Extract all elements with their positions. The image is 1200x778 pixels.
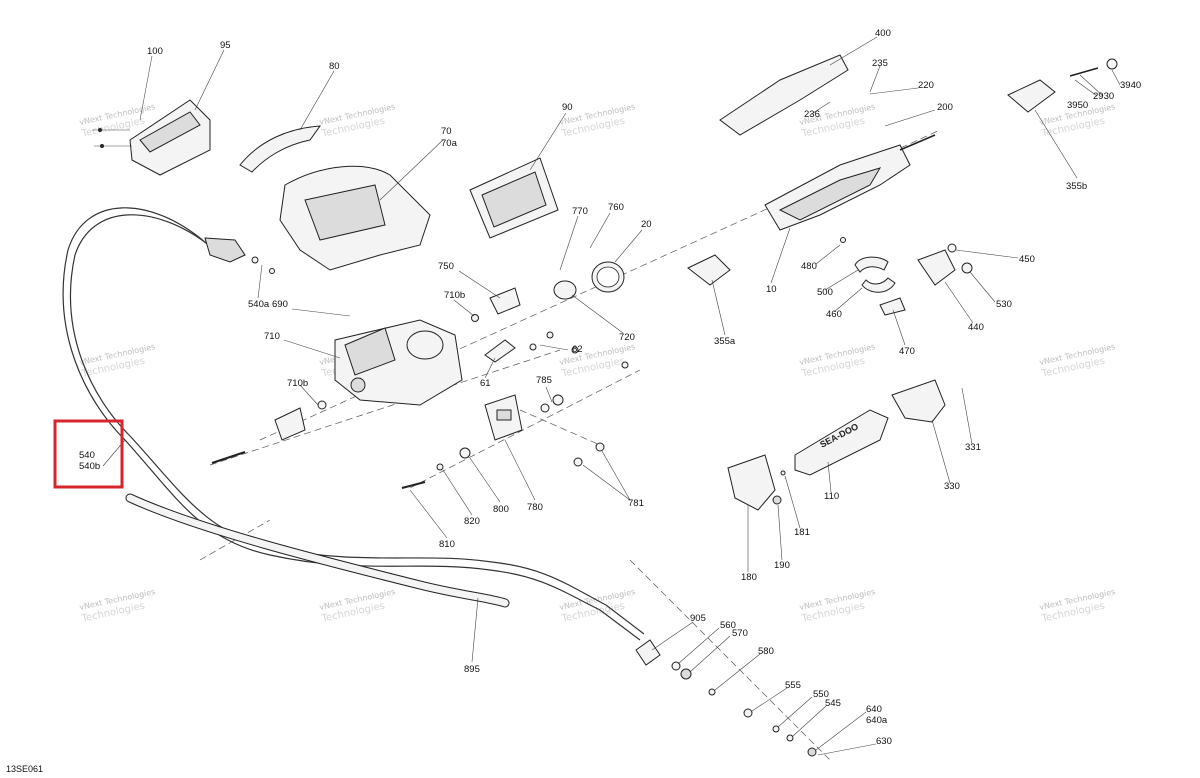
callout-545: 545 <box>825 698 841 709</box>
callout-70: 70 <box>441 126 452 137</box>
callout-95: 95 <box>220 40 231 51</box>
callout-190: 190 <box>774 560 790 571</box>
fitting-group-905 <box>635 639 817 757</box>
leader-lines <box>102 36 1121 756</box>
callout-62: 62 <box>572 344 583 355</box>
display-90 <box>469 157 559 239</box>
callout-3940: 3940 <box>1120 80 1141 91</box>
callout-560: 560 <box>720 620 736 631</box>
callout-80: 80 <box>329 61 340 72</box>
module-780 <box>436 394 605 471</box>
callout-905: 905 <box>690 613 706 624</box>
callout-460: 460 <box>826 309 842 320</box>
callout-labels: 100 95 80 70 70a 90 540a 770 760 20 750 … <box>79 28 1141 747</box>
callout-3950: 3950 <box>1067 100 1088 111</box>
plate-61 <box>484 331 629 369</box>
housing-180 <box>727 454 786 511</box>
hose-895 <box>125 493 510 608</box>
callout-100: 100 <box>147 46 163 57</box>
callout-70a: 70a <box>441 138 458 149</box>
callout-181: 181 <box>794 527 810 538</box>
grip-355a <box>687 254 731 286</box>
switch-housing-440 <box>879 243 973 316</box>
callout-810: 810 <box>439 539 455 550</box>
callout-440: 440 <box>968 322 984 333</box>
callout-820: 820 <box>464 516 480 527</box>
sleeve-710b <box>274 287 521 441</box>
callout-760: 760 <box>608 202 624 213</box>
callout-540b: 540b <box>79 461 100 472</box>
callout-220: 220 <box>918 80 934 91</box>
callout-236: 236 <box>804 109 820 120</box>
callout-180: 180 <box>741 572 757 583</box>
handlebar-10 <box>764 134 936 231</box>
throttle-body-710 <box>334 319 463 406</box>
ring-720 <box>553 261 625 300</box>
callout-470: 470 <box>899 346 915 357</box>
diagram-code: 13SE061 <box>6 764 43 774</box>
pin-810 <box>211 451 426 489</box>
callout-555: 555 <box>785 680 801 691</box>
callout-781: 781 <box>628 498 644 509</box>
callout-710: 710 <box>264 331 280 342</box>
callout-640a: 640a <box>866 715 888 726</box>
callout-10: 10 <box>766 284 777 295</box>
callout-90: 90 <box>562 102 573 113</box>
callout-580: 580 <box>758 646 774 657</box>
callout-200: 200 <box>937 102 953 113</box>
cover-400 <box>719 54 849 136</box>
callout-710b-top: 710b <box>444 290 465 301</box>
callout-2930: 2930 <box>1093 91 1114 102</box>
callout-400: 400 <box>875 28 891 39</box>
callout-110: 110 <box>824 491 839 502</box>
callout-450: 450 <box>1019 254 1035 265</box>
callout-355b: 355b <box>1066 181 1087 192</box>
callout-690: 690 <box>272 299 288 310</box>
grip-355b <box>1007 58 1118 113</box>
callout-480: 480 <box>801 261 817 272</box>
callout-540: 540 <box>79 450 95 461</box>
callout-530: 530 <box>996 299 1012 310</box>
callout-770: 770 <box>572 206 588 217</box>
callout-20: 20 <box>641 219 652 230</box>
cover-110: SEA-DOO <box>794 409 889 476</box>
callout-720: 720 <box>619 332 635 343</box>
clamp-500 <box>840 237 896 293</box>
callout-355a: 355a <box>714 336 736 347</box>
trim-80 <box>239 125 322 173</box>
callout-630: 630 <box>876 736 892 747</box>
callout-500: 500 <box>817 287 833 298</box>
callout-785: 785 <box>536 375 552 386</box>
callout-540a: 540a <box>248 299 270 310</box>
throttle-cable <box>62 207 641 641</box>
callout-61: 61 <box>480 378 491 389</box>
bracket-95 <box>92 99 211 176</box>
callout-895: 895 <box>464 664 480 675</box>
highlight-box <box>53 419 124 489</box>
callout-570: 570 <box>732 628 748 639</box>
callout-800: 800 <box>493 504 509 515</box>
callout-780: 780 <box>527 502 543 513</box>
fitting-540a <box>204 237 275 274</box>
callout-550: 550 <box>813 689 829 700</box>
callout-235: 235 <box>872 58 888 69</box>
cover-330 <box>891 379 946 423</box>
throttle-cable-sheath <box>69 214 645 635</box>
callout-640: 640 <box>866 704 882 715</box>
callout-331: 331 <box>965 442 981 453</box>
callout-710b-low: 710b <box>287 378 308 389</box>
callout-330: 330 <box>944 481 960 492</box>
callout-750: 750 <box>438 261 454 272</box>
housing-70 <box>279 165 431 271</box>
